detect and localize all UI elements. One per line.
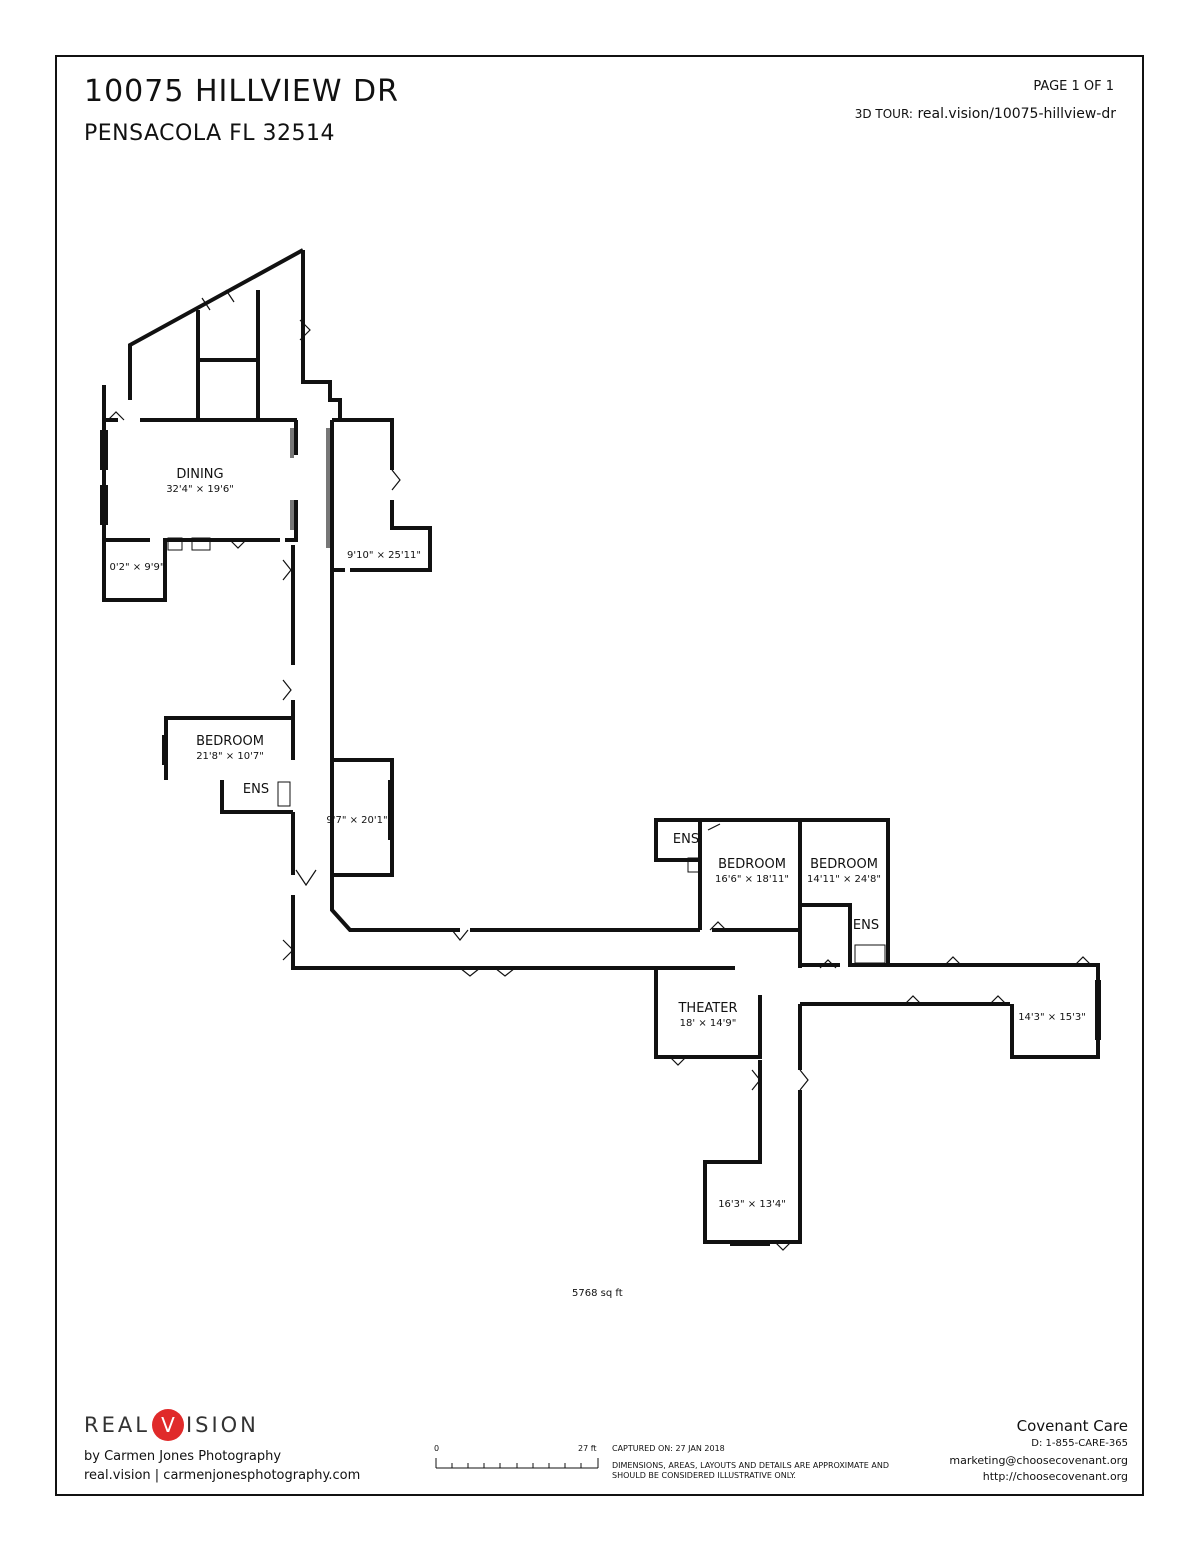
room-north-east-dims: 9'10" × 25'11" (347, 550, 421, 561)
room-theater: THEATER 18' × 14'9" (677, 1001, 737, 1029)
room-bedroom-east-1-label: BEDROOM (718, 857, 786, 872)
scale-end-label: 27 ft (578, 1444, 597, 1453)
room-far-east-dims: 14'3" × 15'3" (1018, 1012, 1086, 1023)
room-far-east: 14'3" × 15'3" (1018, 1012, 1086, 1023)
company-website[interactable]: http://choosecovenant.org (982, 1470, 1128, 1483)
company-phone: D: 1-855-CARE-365 (1031, 1438, 1128, 1449)
room-center: 9'7" × 20'1" (326, 815, 387, 826)
room-ensuite-west-label: ENS (243, 782, 269, 797)
room-ensuite-west: ENS (243, 782, 269, 797)
scale-start-label: 0 (434, 1444, 440, 1453)
company-name: Covenant Care (1016, 1417, 1128, 1435)
tour-label: 3D TOUR: (854, 107, 913, 121)
footer-links[interactable]: real.vision | carmenjonesphotography.com (84, 1468, 361, 1483)
walls (102, 248, 1100, 1244)
tour-url[interactable]: real.vision/10075-hillview-dr (917, 106, 1116, 122)
room-ensuite-east-2: ENS (853, 918, 879, 933)
room-bedroom-west-dims: 21'8" × 10'7" (196, 751, 264, 762)
logo-text-left: REAL (84, 1413, 150, 1437)
room-dining-label: DINING (176, 467, 223, 482)
room-bedroom-east-1-dims: 16'6" × 18'11" (715, 874, 789, 885)
room-bedroom-west-label: BEDROOM (196, 734, 264, 749)
scale-bar (435, 1458, 599, 1469)
tour-link[interactable]: 3D TOUR: real.vision/10075-hillview-dr (855, 106, 1116, 122)
room-bedroom-west: BEDROOM 21'8" × 10'7" (196, 734, 264, 762)
room-bedroom-east-2: BEDROOM 14'11" × 24'8" (807, 857, 881, 885)
room-ensuite-east-1: ENS (673, 832, 699, 847)
room-ensuite-east-2-label: ENS (853, 918, 879, 933)
room-dining-dims: 32'4" × 19'6" (166, 484, 234, 495)
room-small-west-dims: 0'2" × 9'9" (110, 562, 165, 573)
photographer-byline: by Carmen Jones Photography (84, 1449, 282, 1464)
address-line-1: 10075 HILLVIEW DR (84, 74, 399, 109)
room-center-dims: 9'7" × 20'1" (326, 815, 387, 826)
total-area: 5768 sq ft (572, 1288, 623, 1299)
room-south: 16'3" × 13'4" (718, 1199, 786, 1210)
room-north-east: 9'10" × 25'11" (347, 550, 421, 561)
room-ensuite-east-1-label: ENS (673, 832, 699, 847)
page-frame (55, 55, 1144, 1496)
room-bedroom-east-2-label: BEDROOM (810, 857, 878, 872)
room-dining: DINING 32'4" × 19'6" (166, 467, 234, 495)
room-small-west: 0'2" × 9'9" (110, 562, 165, 573)
address-line-2: PENSACOLA FL 32514 (84, 121, 336, 146)
room-bedroom-east-1: BEDROOM 16'6" × 18'11" (715, 857, 789, 885)
room-markers (100, 428, 1101, 1246)
company-email[interactable]: marketing@choosecovenant.org (949, 1454, 1128, 1467)
disclaimer: DIMENSIONS, AREAS, LAYOUTS AND DETAILS A… (612, 1461, 890, 1480)
door-swings (107, 289, 1092, 1251)
room-bedroom-east-2-dims: 14'11" × 24'8" (807, 874, 881, 885)
room-south-dims: 16'3" × 13'4" (718, 1199, 786, 1210)
logo-v-mark: V (151, 1409, 184, 1441)
captured-date: CAPTURED ON: 27 JAN 2018 (612, 1444, 725, 1453)
room-theater-dims: 18' × 14'9" (680, 1018, 737, 1029)
page-number: PAGE 1 OF 1 (1033, 79, 1114, 94)
logo-text-right: ISION (185, 1413, 259, 1437)
room-theater-label: THEATER (677, 1001, 737, 1016)
